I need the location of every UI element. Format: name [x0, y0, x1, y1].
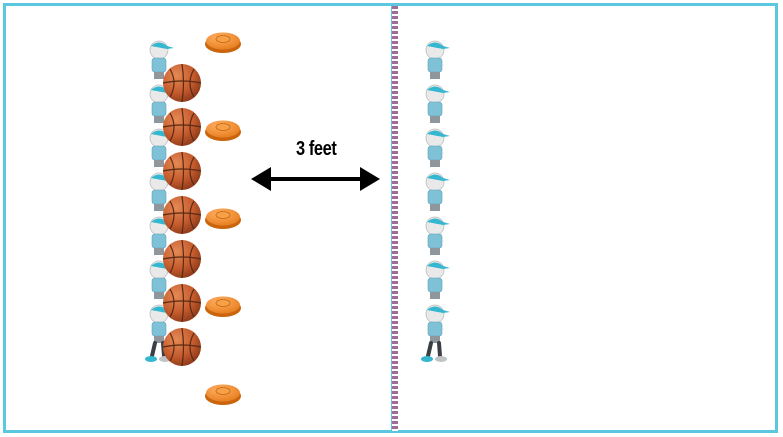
basketball-group — [162, 63, 202, 367]
double-arrow-icon — [251, 167, 380, 191]
player-icon — [425, 260, 450, 299]
player-icon — [149, 128, 174, 167]
player-icon — [149, 216, 174, 255]
basketball-icon — [162, 195, 202, 235]
player-icon — [425, 128, 450, 167]
cone-icon — [205, 296, 241, 317]
basketball-icon — [162, 63, 202, 103]
left-player-line — [145, 40, 174, 362]
player-icon — [425, 40, 450, 79]
basketball-icon — [162, 239, 202, 279]
player-icon — [421, 304, 450, 362]
player-icon — [425, 84, 450, 123]
cone-group — [205, 32, 241, 405]
basketball-icon — [162, 107, 202, 147]
basketball-icon — [162, 327, 202, 367]
cone-icon — [205, 120, 241, 141]
player-icon — [425, 172, 450, 211]
basketball-icon — [162, 151, 202, 191]
court-boundary — [3, 3, 778, 433]
player-icon — [145, 304, 174, 362]
player-icon — [149, 84, 174, 123]
player-icon — [425, 216, 450, 255]
distance-label: 3 feet — [296, 138, 337, 160]
cone-icon — [205, 384, 241, 405]
cone-icon — [205, 32, 241, 53]
basketball-icon — [162, 283, 202, 323]
cone-icon — [205, 208, 241, 229]
right-player-line — [421, 40, 450, 362]
center-line — [391, 6, 398, 431]
player-icon — [149, 40, 174, 79]
